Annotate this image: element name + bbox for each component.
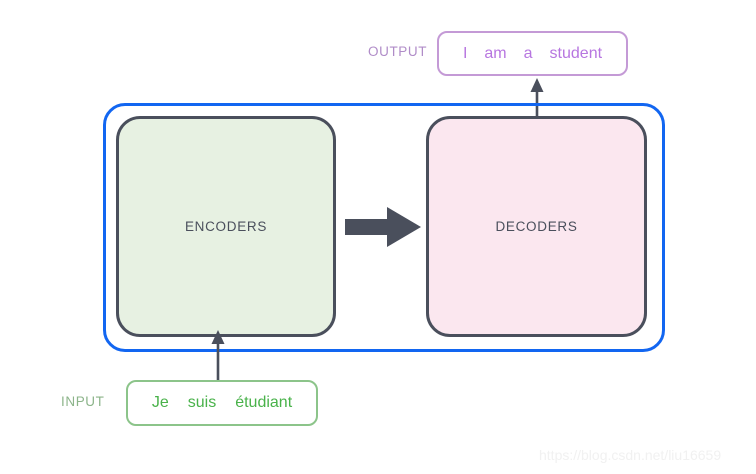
input-token: étudiant: [235, 394, 293, 411]
input-sentence-box: Je suis étudiant: [126, 380, 318, 426]
output-token: a: [523, 44, 533, 62]
encoders-label: ENCODERS: [184, 219, 268, 234]
transformer-model-boundary: [103, 103, 665, 352]
output-token: student: [549, 44, 603, 62]
encoders-to-decoders-arrow-icon: [345, 207, 421, 247]
watermark-text: https://blog.csdn.net/liu16659: [539, 447, 722, 463]
decoders-block: DECODERS: [426, 116, 647, 337]
output-sentence-box: I am a student: [437, 31, 628, 76]
output-token: am: [484, 44, 507, 62]
decoders-label: DECODERS: [495, 219, 578, 234]
encoders-block: ENCODERS: [116, 116, 336, 337]
input-token: suis: [187, 394, 217, 411]
input-token: Je: [151, 394, 169, 411]
output-token: I: [462, 44, 468, 62]
output-label: OUTPUT: [368, 44, 428, 59]
input-to-encoders-arrow-icon: [211, 330, 225, 382]
input-label: INPUT: [61, 394, 105, 409]
